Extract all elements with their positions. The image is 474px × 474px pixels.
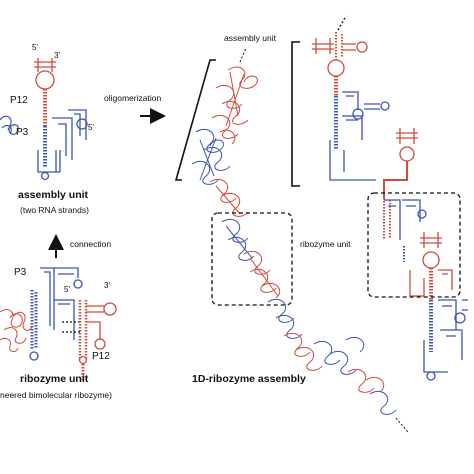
p3-top-label: P3	[16, 127, 29, 138]
assembly-unit-bracket-3d	[174, 59, 216, 181]
ribozyme-unit-box-3d	[211, 212, 293, 306]
ribozyme-unit-callout: ribozyme unit	[300, 239, 351, 249]
assembly-3d-chain	[191, 66, 397, 415]
p12-top-label: P12	[10, 95, 28, 106]
p3-bottom-label: P3	[14, 267, 27, 278]
assembly-unit-structure	[34, 58, 88, 181]
ribozyme-unit-box-secondary	[367, 192, 461, 298]
assembly-title: 1D-ribozyme assembly	[192, 373, 306, 385]
ribozyme-unit-structure	[29, 267, 117, 382]
assembly-unit-title: assembly unit	[18, 189, 89, 201]
assembly-unit-subtitle: (two RNA strands)	[20, 205, 89, 215]
oligomerization-label: oligomerization	[104, 93, 162, 103]
ribozyme-unit-3d-model-partial	[0, 309, 33, 353]
connection-label: connection	[70, 239, 112, 249]
assembly-secondary-structure-chain	[291, 15, 468, 381]
bottom-5prime-label: 5'	[64, 285, 70, 294]
small-5prime-label: 5'	[88, 123, 94, 132]
assembly-unit-callout: assembly unit	[224, 33, 276, 43]
chain-continuation-top	[239, 47, 247, 63]
partial-structure-left-edge	[0, 115, 19, 135]
ribozyme-unit-subtitle: neered bimolecular ribozyme)	[0, 390, 112, 400]
chain-continuation-bottom	[395, 417, 409, 433]
p12-bottom-label: P12	[92, 351, 110, 362]
ribozyme-unit-title: ribozyme unit	[20, 373, 89, 385]
top-3prime-label: 3'	[54, 51, 60, 60]
top-5prime-label: 5'	[32, 43, 38, 52]
bottom-3prime-label: 3'	[104, 281, 110, 290]
